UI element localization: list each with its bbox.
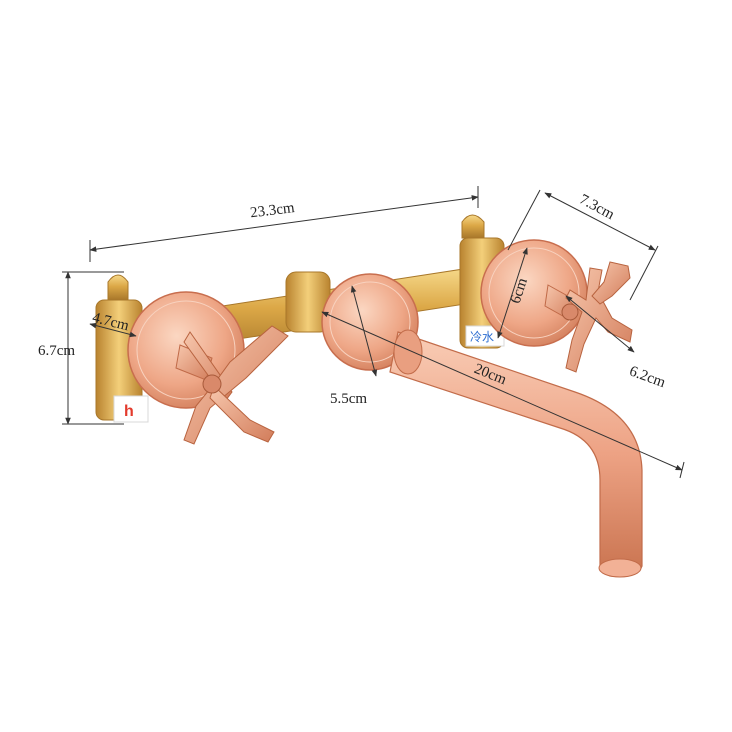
label-handle-width: 7.3cm	[577, 192, 618, 224]
label-total-width: 23.3cm	[249, 200, 296, 221]
label-escutcheon: 6cm	[508, 276, 531, 306]
right-handle	[480, 239, 633, 373]
hot-label: h	[124, 403, 134, 420]
cold-label: 冷水	[470, 330, 494, 344]
left-handle	[127, 291, 289, 445]
label-handle-depth: 6.2cm	[627, 363, 668, 391]
dimension-lines	[62, 186, 685, 479]
label-height: 6.7cm	[38, 343, 75, 359]
label-plate: 5.5cm	[330, 391, 367, 407]
spout	[389, 329, 643, 578]
